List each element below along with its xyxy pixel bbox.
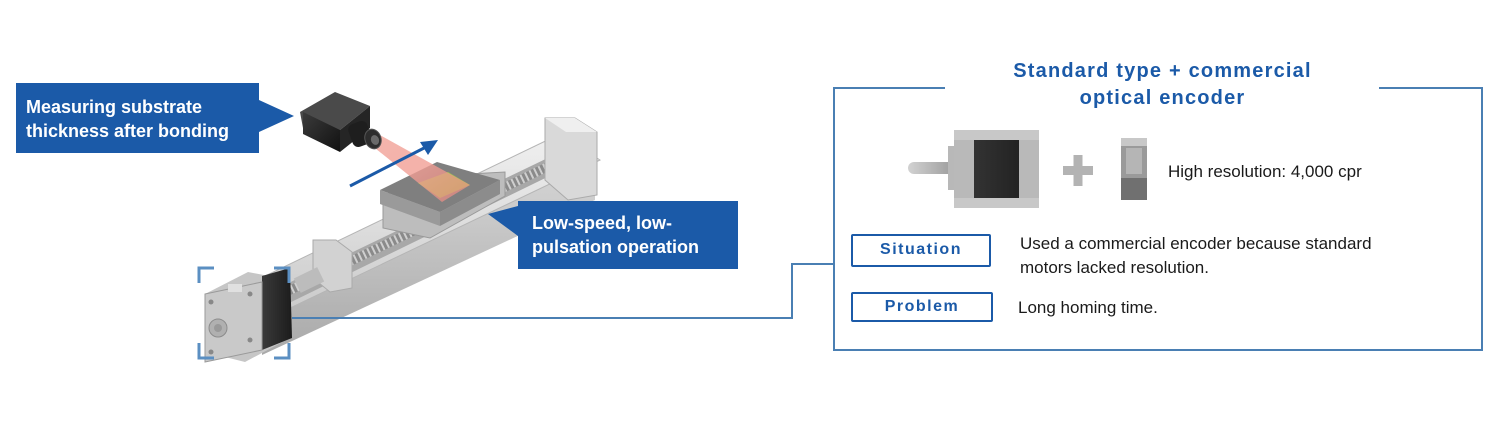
plus-icon	[1063, 155, 1093, 186]
panel-title-line-2: optical encoder	[1079, 87, 1246, 109]
callout-pointer-measuring	[259, 100, 294, 132]
stepper-motor-icon	[204, 268, 292, 363]
resolution-text: High resolution: 4,000 cpr	[1168, 162, 1362, 181]
situation-text-line-2: motors lacked resolution.	[1020, 258, 1209, 277]
optical-encoder-icon	[1121, 138, 1147, 200]
callout-operation: Low-speed, low- pulsation operation	[518, 201, 738, 269]
connector-line	[292, 263, 834, 319]
callout-pointer-operation	[488, 206, 518, 236]
camera-icon	[300, 92, 382, 152]
direction-arrow	[349, 140, 438, 188]
callout-measuring-line-1: Measuring substrate	[26, 97, 203, 117]
panel-stepper-motor-icon	[908, 130, 1039, 208]
panel-title: Standard type + commercial optical encod…	[950, 58, 1375, 112]
situation-text: Used a commercial encoder because standa…	[1020, 232, 1372, 280]
callout-operation-line-2: pulsation operation	[532, 237, 700, 257]
callout-measuring: Measuring substrate thickness after bond…	[16, 83, 259, 153]
problem-text: Long homing time.	[1018, 296, 1158, 320]
panel-border	[833, 87, 1483, 351]
callout-measuring-line-2: thickness after bonding	[26, 121, 230, 141]
motor-highlight-bracket	[197, 266, 291, 360]
problem-text-line-1: Long homing time.	[1018, 298, 1158, 317]
problem-tag: Problem	[851, 292, 993, 322]
situation-tag: Situation	[851, 234, 991, 267]
laser-beam	[365, 134, 470, 202]
situation-text-line-1: Used a commercial encoder because standa…	[1020, 234, 1372, 253]
callout-operation-line-1: Low-speed, low-	[532, 213, 673, 233]
panel-title-line-1: Standard type + commercial	[1013, 60, 1312, 82]
